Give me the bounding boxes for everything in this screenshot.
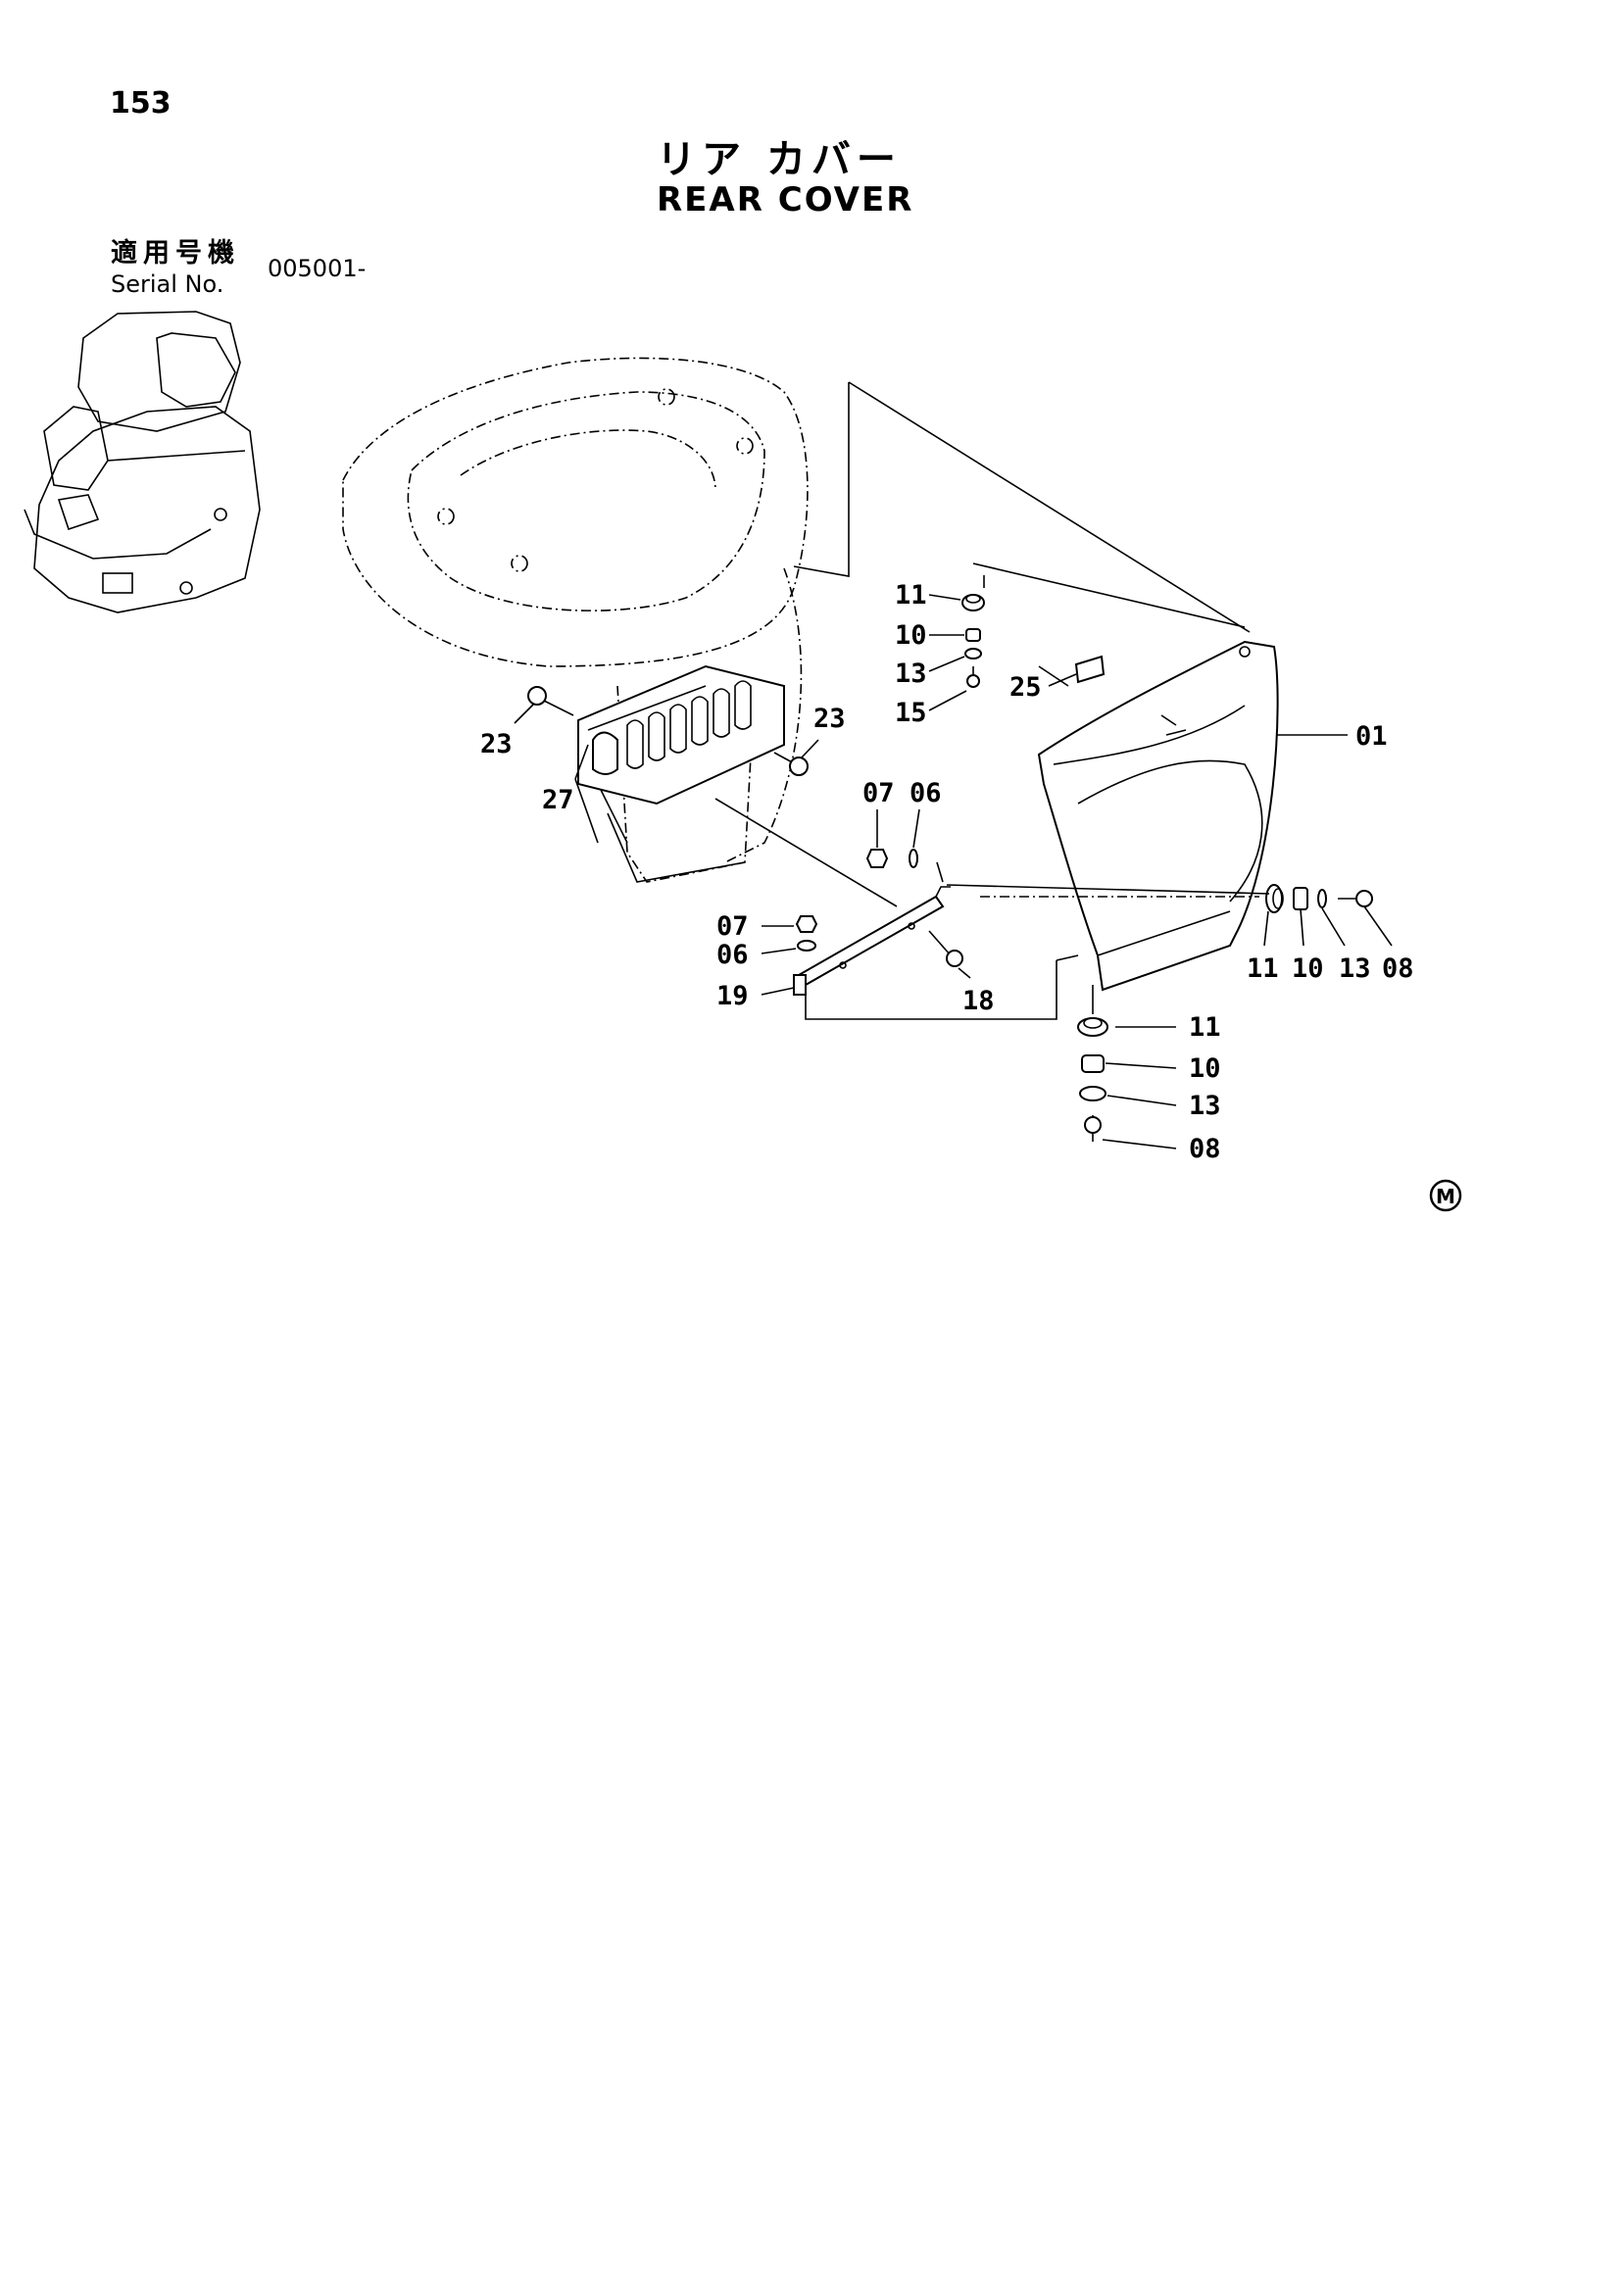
callout-07-lower: 07	[716, 911, 749, 942]
callout-13-top: 13	[895, 659, 927, 689]
hardware-stack-side	[1265, 884, 1373, 913]
callout-19: 19	[716, 981, 749, 1011]
callout-10-side: 10	[1292, 953, 1324, 984]
label-plate-25	[1074, 655, 1106, 684]
callout-leaders	[514, 594, 1393, 1149]
callout-07-upper: 07	[862, 778, 895, 808]
nut-washer-07-06-upper	[865, 849, 918, 868]
serial-label-english: Serial No.	[111, 270, 224, 298]
screw-23-right	[773, 752, 809, 776]
callout-08-side: 08	[1382, 953, 1414, 984]
serial-number-value: 005001-	[268, 255, 367, 282]
nut-washer-07-06-lower	[795, 915, 818, 952]
callout-18: 18	[962, 986, 995, 1016]
grille-cover	[577, 664, 785, 806]
mark-letter: M	[1436, 1185, 1455, 1208]
rear-cover-part	[1037, 640, 1279, 992]
page-number: 153	[110, 86, 172, 121]
serial-label-japanese: 適用号機	[111, 238, 240, 269]
callout-23-left: 23	[480, 729, 513, 759]
circled-m-mark: M	[1429, 1179, 1462, 1212]
assembly-lines	[714, 381, 1270, 1020]
callout-01: 01	[1355, 721, 1388, 752]
title-english: REAR COVER	[657, 180, 914, 220]
callout-11-top: 11	[895, 580, 927, 611]
bracket-assembly	[597, 685, 756, 883]
callout-13-side: 13	[1339, 953, 1371, 984]
callout-23-right: 23	[813, 704, 846, 734]
callout-06-upper: 06	[910, 778, 942, 808]
hardware-stack-bottom	[1077, 1017, 1108, 1142]
bolt-18	[928, 930, 963, 967]
callout-08-bottom: 08	[1189, 1134, 1221, 1164]
callout-10-top: 10	[895, 620, 927, 651]
callout-11-side: 11	[1247, 953, 1279, 984]
callout-13-bottom: 13	[1189, 1091, 1221, 1121]
callout-25: 25	[1009, 672, 1042, 703]
title-japanese: リア カバー	[657, 137, 902, 182]
callout-06-lower: 06	[716, 940, 749, 970]
callout-11-bottom: 11	[1189, 1012, 1221, 1043]
hardware-stack-top	[961, 594, 985, 688]
support-bar	[793, 886, 951, 996]
callout-15: 15	[895, 698, 927, 728]
counterweight-outline	[342, 357, 809, 863]
screw-23-left	[527, 686, 574, 716]
callout-10-bottom: 10	[1189, 1053, 1221, 1084]
machine-overview-illustration	[24, 311, 261, 613]
callout-27: 27	[542, 785, 574, 815]
